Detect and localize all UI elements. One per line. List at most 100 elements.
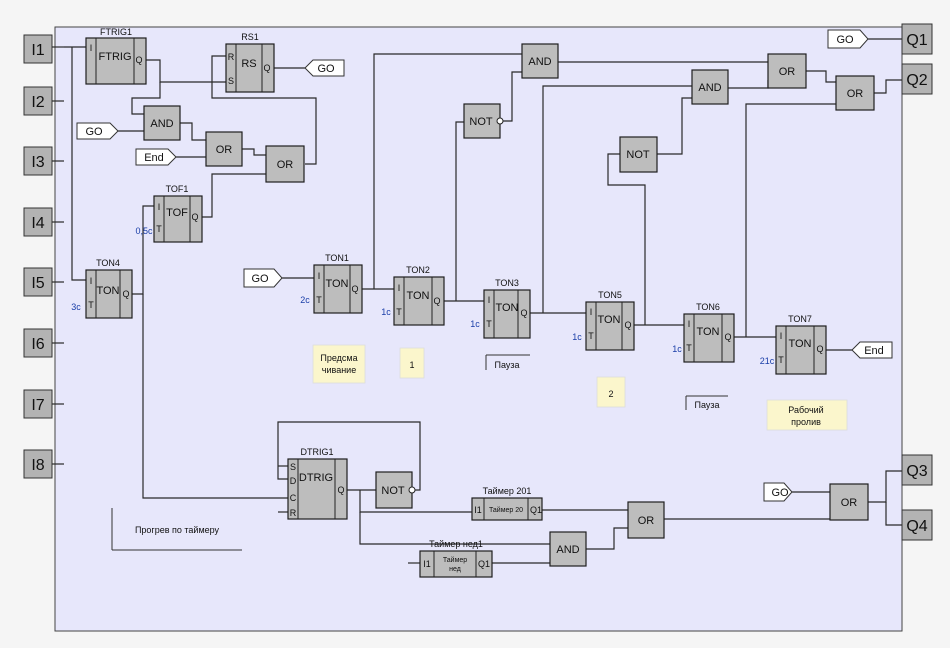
block-function: TON xyxy=(406,290,429,302)
input-port-i2[interactable]: I2 xyxy=(23,86,64,116)
block-or6[interactable]: OR xyxy=(627,501,665,539)
block-name: DTRIG1 xyxy=(300,447,333,457)
pin-label: Q xyxy=(724,332,731,342)
block-function: Таймер xyxy=(443,556,467,564)
block-ton2[interactable]: TON2 TON I T Q 1с xyxy=(381,265,445,326)
tag-go-ton1[interactable]: GO xyxy=(243,268,283,288)
pin-label: D xyxy=(290,476,297,486)
tag-end-or[interactable]: End xyxy=(135,148,177,166)
block-and2[interactable]: AND xyxy=(521,43,559,79)
input-port-i4[interactable]: I4 xyxy=(23,207,64,237)
block-timer201[interactable]: Таймер 201 Таймер 20 I1 Q1 xyxy=(471,486,543,521)
block-ton7[interactable]: TON7 TON I T Q 21с xyxy=(760,314,827,375)
note-pauza-2[interactable]: Пауза xyxy=(685,395,728,410)
block-ton3[interactable]: TON3 TON I T Q 1с xyxy=(470,278,531,339)
tag-label: End xyxy=(864,345,884,357)
tag-go-and[interactable]: GO xyxy=(76,122,119,140)
tag-label: GO xyxy=(85,126,103,138)
block-or4[interactable]: OR xyxy=(767,53,807,89)
block-function: NOT xyxy=(626,149,650,161)
pin-label: I xyxy=(488,295,491,305)
note-text: 2 xyxy=(608,389,613,399)
block-function: нед xyxy=(449,566,461,573)
signal-tags: GO GO GO End GO End GO xyxy=(76,29,893,502)
block-function: TON xyxy=(325,278,348,290)
note-text: Пауза xyxy=(694,400,719,410)
block-and3[interactable]: AND xyxy=(691,69,729,105)
pin-label: I1 xyxy=(423,559,431,569)
block-name: TON6 xyxy=(696,302,720,312)
pin-label: Q xyxy=(122,289,129,299)
pin-label: T xyxy=(778,355,784,365)
block-ton6[interactable]: TON6 TON I T Q 1с xyxy=(672,302,735,363)
block-function: NOT xyxy=(469,116,493,128)
input-port-i7[interactable]: I7 xyxy=(23,389,64,419)
timer-preset: 3с xyxy=(71,302,81,312)
block-ftrig1[interactable]: FTRIG1 FTRIG I Q xyxy=(85,27,147,85)
block-function: FTRIG xyxy=(99,51,132,63)
tag-end-ton7[interactable]: End xyxy=(851,341,893,359)
block-function: RS xyxy=(241,58,256,70)
input-port-label: I7 xyxy=(31,397,44,414)
pin-label: I xyxy=(90,276,93,286)
output-port-q1[interactable]: Q1 xyxy=(901,23,933,55)
note-rabochy-proliv[interactable]: Рабочий пролив xyxy=(766,399,848,431)
input-port-i6[interactable]: I6 xyxy=(23,328,64,358)
note-text: Рабочий xyxy=(788,405,823,415)
block-or-q[interactable]: OR xyxy=(829,483,869,521)
input-port-label: I2 xyxy=(31,94,44,111)
wires xyxy=(64,38,902,564)
output-port-q2[interactable]: Q2 xyxy=(901,63,933,95)
pin-label: I xyxy=(780,331,783,341)
input-port-label: I5 xyxy=(31,275,44,292)
block-ton5[interactable]: TON5 TON I T Q 1с xyxy=(572,290,635,351)
tag-go-q1[interactable]: GO xyxy=(827,29,869,49)
note-text: Предсма xyxy=(320,353,357,363)
block-or5[interactable]: OR xyxy=(835,75,875,111)
pin-label: T xyxy=(686,343,692,353)
note-pauza-1[interactable]: Пауза xyxy=(485,354,530,370)
input-port-i5[interactable]: I5 xyxy=(23,267,64,297)
input-port-i8[interactable]: I8 xyxy=(23,449,64,479)
block-not1[interactable]: NOT xyxy=(463,103,504,139)
block-dtrig1[interactable]: DTRIG1 DTRIG S D C R Q xyxy=(287,447,348,520)
input-ports: I1 I2 I3 I4 I5 I6 I7 I8 xyxy=(23,34,64,479)
block-and4[interactable]: AND xyxy=(549,531,587,567)
output-port-q4[interactable]: Q4 xyxy=(901,509,933,541)
pin-label: I xyxy=(318,271,321,281)
block-function: OR xyxy=(216,144,233,156)
note-2[interactable]: 2 xyxy=(596,376,626,408)
timer-preset: 21с xyxy=(760,356,775,366)
input-port-i3[interactable]: I3 xyxy=(23,146,64,176)
block-function: OR xyxy=(847,88,864,100)
block-ton4[interactable]: TON4 TON I T Q 3с xyxy=(71,258,133,319)
note-text: чивание xyxy=(322,365,356,375)
input-port-i1[interactable]: I1 xyxy=(23,34,64,64)
pin-label: Q xyxy=(433,296,440,306)
tag-go-or-q3[interactable]: GO xyxy=(763,482,793,502)
block-name: RS1 xyxy=(241,32,259,42)
note-progrev[interactable]: Прогрев по таймеру xyxy=(111,508,242,551)
block-not3[interactable]: NOT xyxy=(375,471,416,509)
block-and1[interactable]: AND xyxy=(143,105,181,141)
block-ton1[interactable]: TON1 TON I T Q 2с xyxy=(300,253,363,314)
note-predsmachivanie[interactable]: Предсма чивание xyxy=(312,344,366,384)
timer-preset: 1с xyxy=(381,307,391,317)
output-port-label: Q4 xyxy=(906,518,927,535)
note-text: Пауза xyxy=(494,360,519,370)
block-tof1[interactable]: TOF1 TOF I T Q 0,5с xyxy=(135,184,203,243)
note-1[interactable]: 1 xyxy=(399,347,425,379)
pin-label: R xyxy=(290,508,297,518)
block-rs1[interactable]: RS1 RS R S Q xyxy=(225,32,275,93)
timer-preset: 1с xyxy=(672,344,682,354)
block-or2[interactable]: OR xyxy=(265,145,305,183)
tag-label: End xyxy=(144,152,164,164)
output-port-q3[interactable]: Q3 xyxy=(901,454,933,486)
block-function: TON xyxy=(788,338,811,350)
block-or1[interactable]: OR xyxy=(205,131,243,167)
block-not2[interactable]: NOT xyxy=(619,136,658,173)
block-timer-ned1[interactable]: Таймер нед1 Таймер нед I1 Q1 xyxy=(419,539,493,578)
block-name: Таймер 201 xyxy=(483,486,532,496)
tag-label: GO xyxy=(251,273,269,285)
tag-go-rs1[interactable]: GO xyxy=(304,59,345,77)
